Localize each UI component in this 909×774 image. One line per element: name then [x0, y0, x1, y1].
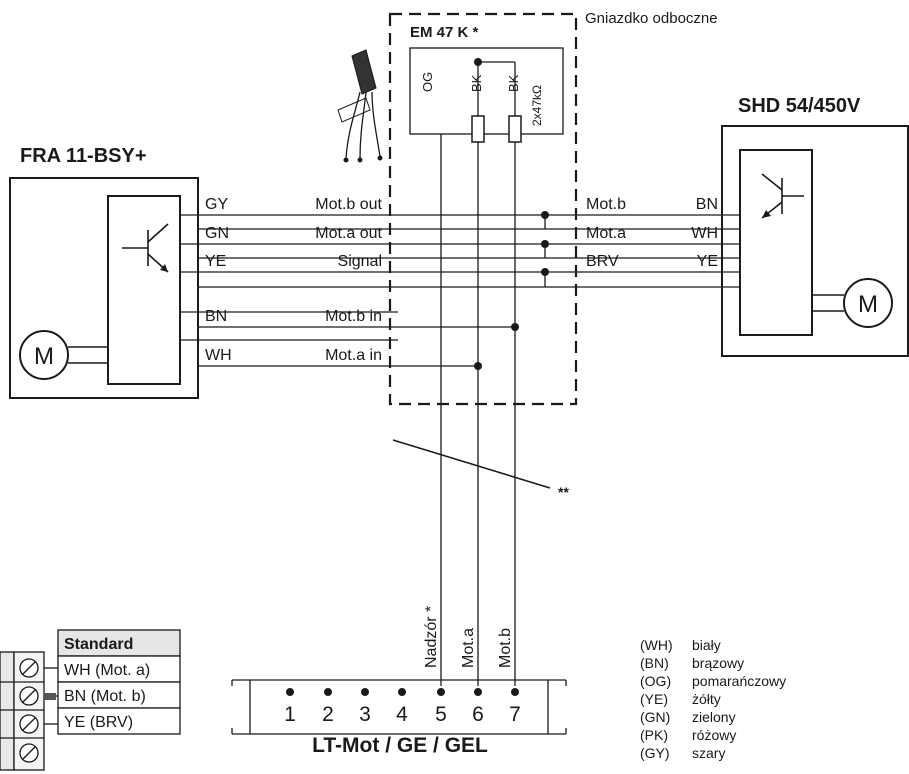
em-lead-og: OG: [420, 72, 435, 92]
em-module-dashed-box: [388, 12, 578, 406]
fra-device-title: FRA 11-BSY+: [20, 145, 147, 167]
legend-name: żółty: [692, 691, 721, 707]
shd-motor-icon: M: [812, 278, 893, 328]
shd-wire-signal-2: Mot.a: [586, 225, 626, 242]
standard-table: [57, 629, 181, 735]
shd-motor-label: M: [858, 291, 878, 318]
em-resistor-label: 2x47kΩ: [530, 85, 544, 126]
legend-name: biały: [692, 637, 721, 653]
vertical-label-mot-b: Mot.b: [497, 628, 514, 668]
em-module-title: EM 47 K *: [410, 24, 479, 41]
fra-motor-label: M: [34, 343, 54, 370]
standard-table-row-2: BN (Mot. b): [64, 688, 146, 705]
fra-transistor-icon: [122, 223, 169, 273]
legend-code: (GN): [640, 709, 670, 725]
fra-wires: [180, 214, 545, 367]
legend-name: zielony: [692, 709, 736, 725]
legend-code: (PK): [640, 727, 668, 743]
terminal-number-1: 1: [284, 703, 296, 726]
legend-code: (GY): [640, 745, 670, 761]
terminal-number-3: 3: [359, 703, 371, 726]
legend-code: (WH): [640, 637, 673, 653]
shd-transistor-icon: [761, 173, 804, 219]
resistor-network: [471, 58, 522, 143]
legend-name: różowy: [692, 727, 736, 743]
fra-wire-color-5: WH: [205, 347, 232, 364]
shd-wire-signal-3: BRV: [586, 253, 619, 270]
vertical-wires: [398, 134, 519, 686]
fra-wire-signal-3: Signal: [338, 253, 382, 270]
terminal-number-4: 4: [396, 703, 408, 726]
fra-motor-icon: M: [19, 330, 108, 380]
vertical-label-mot-a: Mot.a: [460, 628, 477, 668]
terminal-number-2: 2: [322, 703, 334, 726]
shd-wire-signal-1: Mot.b: [586, 196, 626, 213]
legend-name: pomarańczowy: [692, 673, 786, 689]
legend-code: (YE): [640, 691, 668, 707]
fra-wire-signal-2: Mot.a out: [315, 225, 382, 242]
color-legend: (WH) biały (BN) brązowy (OG) pomarańczow…: [640, 637, 786, 761]
em-inner-box: [409, 47, 564, 135]
legend-code: (BN): [640, 655, 669, 671]
terminal-number-6: 6: [472, 703, 484, 726]
standard-table-row-3: YE (BRV): [64, 714, 133, 731]
fra-wire-color-4: BN: [205, 308, 227, 325]
em-lead-bk-2: BK: [506, 74, 521, 92]
shd-wire-color-2: WH: [691, 225, 718, 242]
fra-wire-color-3: YE: [205, 253, 226, 270]
em-lead-bk-1: BK: [469, 74, 484, 92]
terminal-block: [231, 679, 567, 735]
fra-wire-color-1: GY: [205, 196, 228, 213]
fra-wire-color-2: GN: [205, 225, 229, 242]
shd-device-title: SHD 54/450V: [738, 95, 861, 117]
fra-wire-signal-5: Mot.a in: [325, 347, 382, 364]
terminal-block-title: LT-Mot / GE / GEL: [312, 734, 488, 757]
fra-wire-signal-4: Mot.b in: [325, 308, 382, 325]
junction-dots: [398, 211, 549, 288]
legend-code: (OG): [640, 673, 671, 689]
cable-note: **: [558, 484, 569, 500]
terminal-number-7: 7: [509, 703, 521, 726]
fra-inner-module: [107, 195, 181, 385]
standard-table-row-1: WH (Mot. a): [64, 662, 150, 679]
shd-device-box: [721, 125, 909, 357]
legend-name: brązowy: [692, 655, 744, 671]
shd-wires: [545, 214, 740, 288]
fra-wire-signal-1: Mot.b out: [315, 196, 382, 213]
screw-terminal-strip: [0, 651, 58, 771]
standard-table-header: Standard: [64, 636, 133, 653]
shd-wire-color-1: BN: [696, 196, 718, 213]
terminal-number-5: 5: [435, 703, 447, 726]
fra-device-box: [9, 177, 199, 399]
em-module-note: Gniazdko odboczne: [585, 10, 718, 27]
shd-inner-module: [739, 149, 813, 336]
connector-plug-icon: [337, 49, 383, 163]
cable-slash: [392, 439, 551, 489]
legend-name: szary: [692, 745, 725, 761]
shd-wire-color-3: YE: [697, 253, 718, 270]
vertical-label-nadzor: Nadzór *: [423, 606, 440, 668]
